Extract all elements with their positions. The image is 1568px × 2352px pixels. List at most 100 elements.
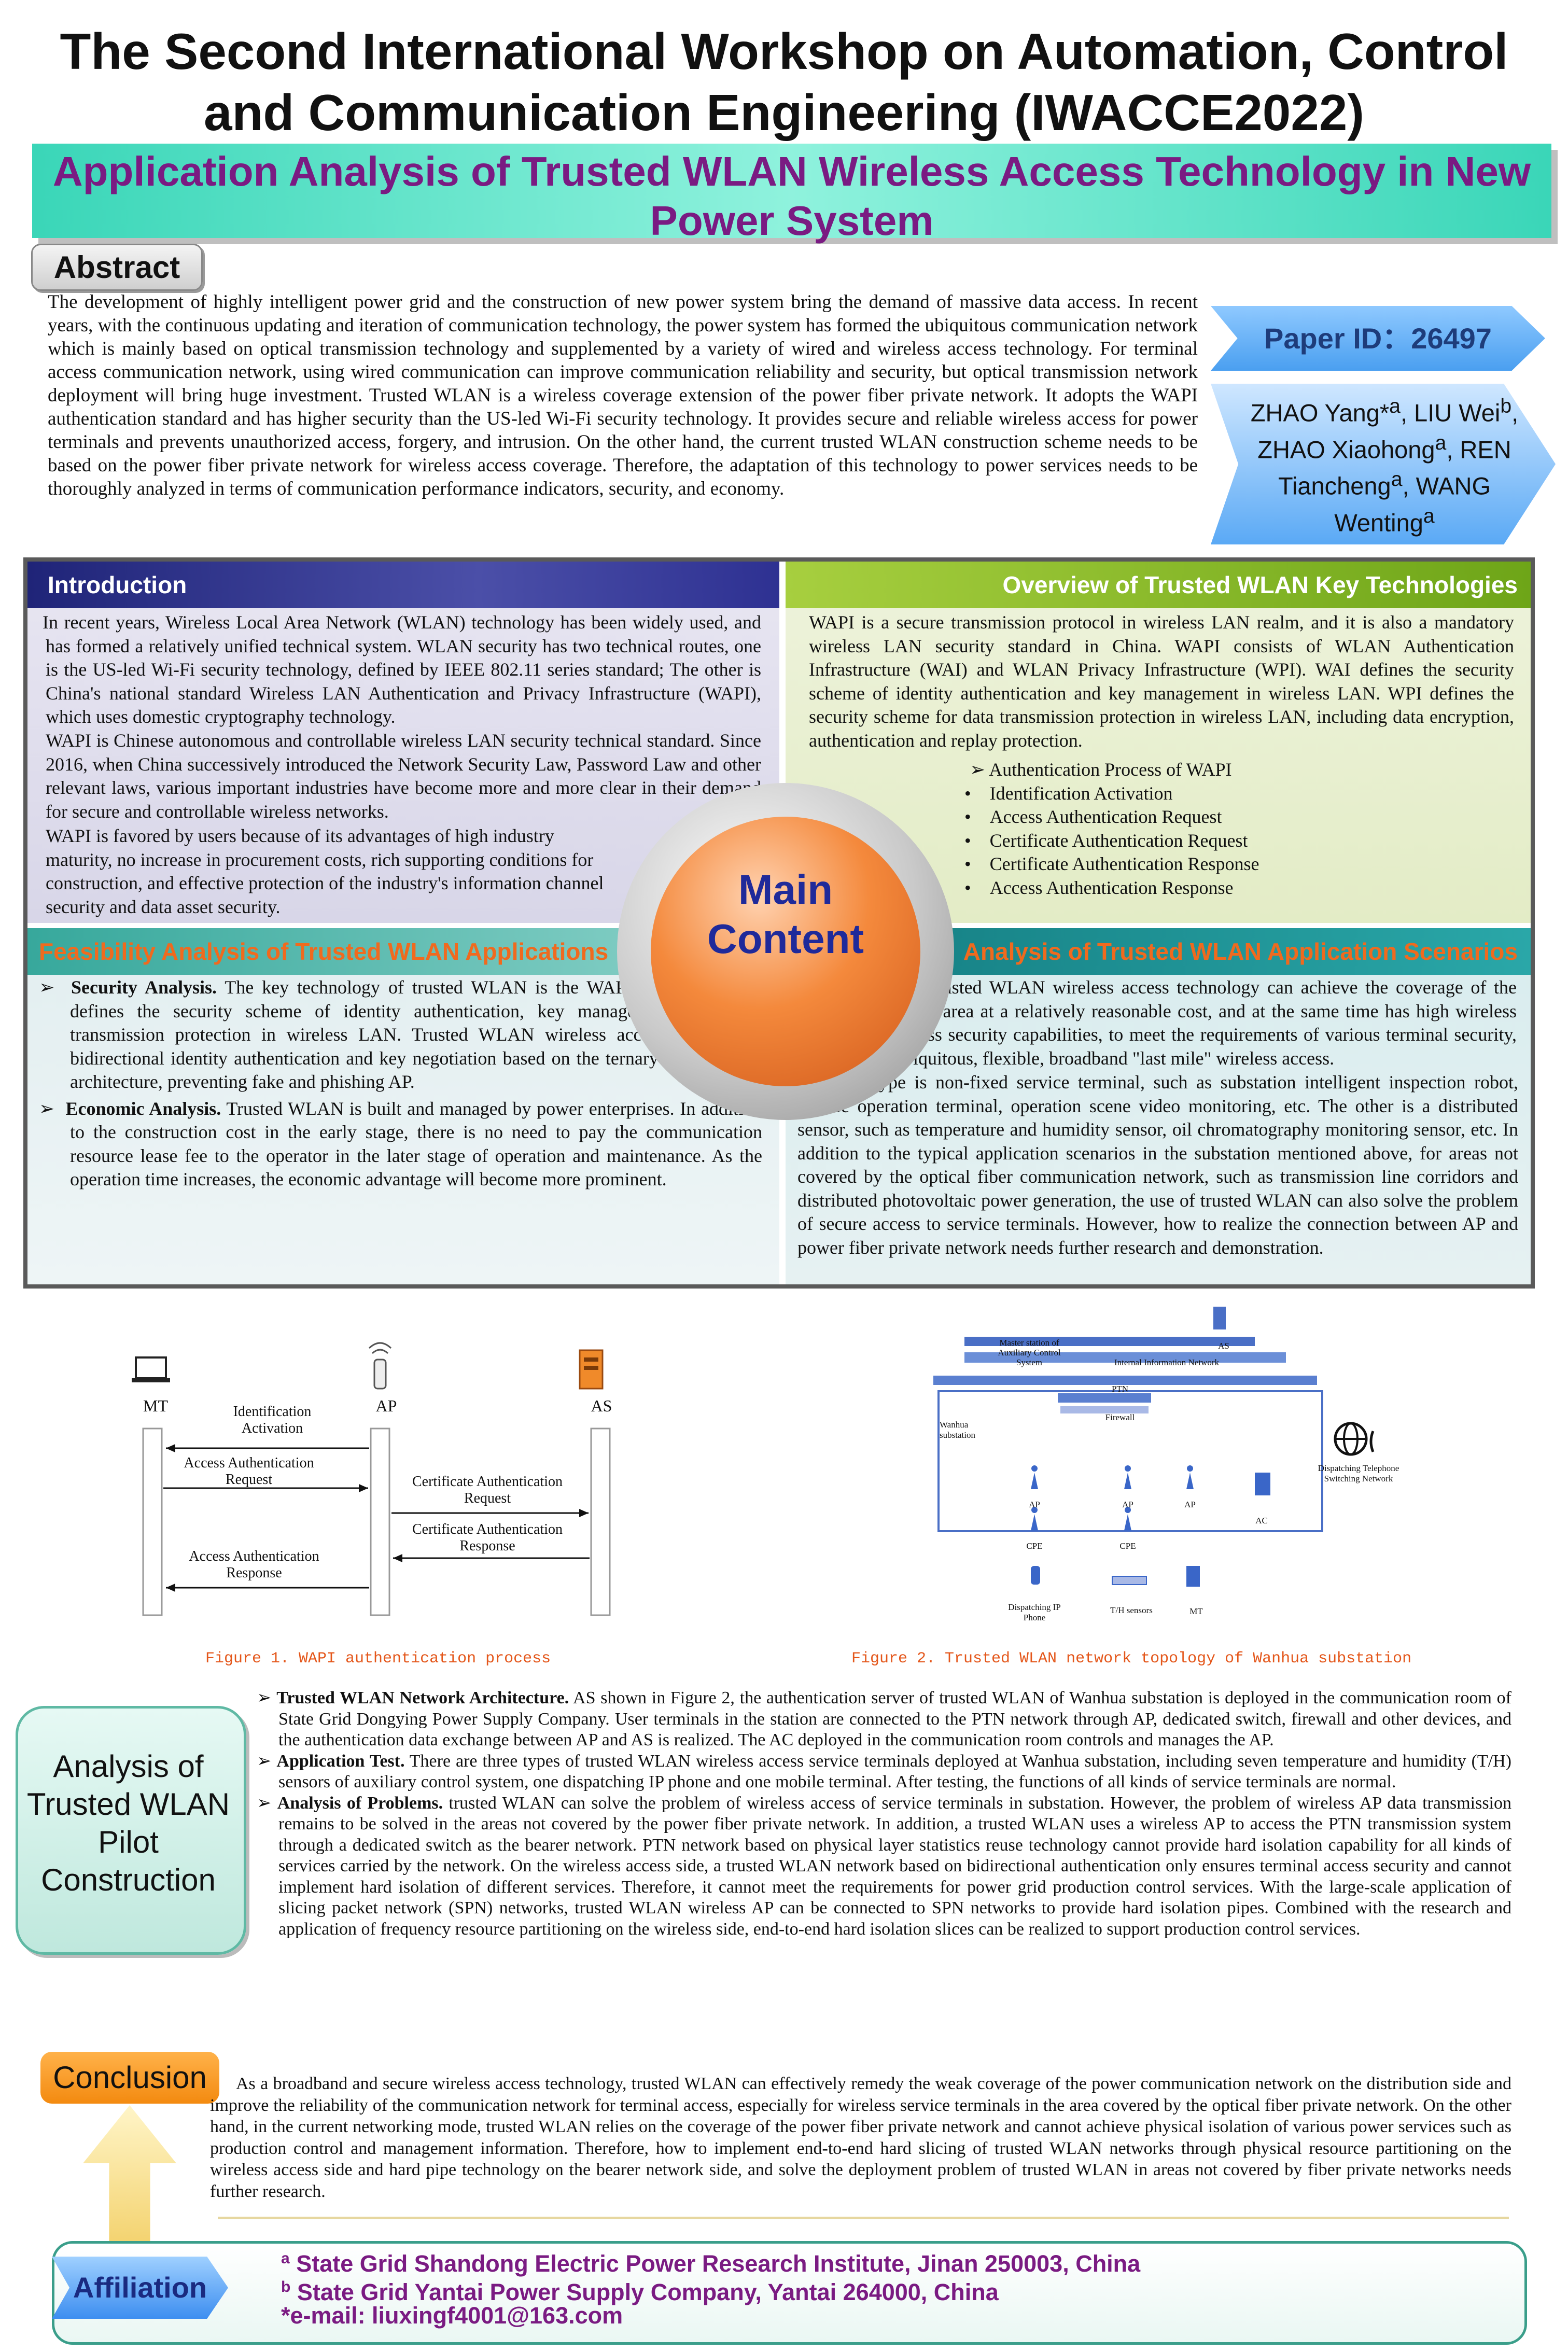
security-analysis-item: ➢ Security Analysis. The key technology … [39, 976, 762, 1094]
fig2-cpe-2: CPE [1119, 1541, 1136, 1551]
feasibility-title: Feasibility Analysis of Trusted WLAN App… [39, 938, 609, 965]
affiliation-label: Affiliation [73, 2271, 207, 2304]
fig2-cpe-1: CPE [1026, 1541, 1043, 1551]
arrowhead-icon [166, 1584, 175, 1592]
problem-analysis-item: ➢ Analysis of Problems. trusted WLAN can… [257, 1793, 1511, 1940]
pilot-label-line4: Construction [41, 1863, 216, 1897]
fig2-internal-network: Internal Information Network [1114, 1357, 1220, 1367]
affiliation-arrow [52, 2257, 228, 2319]
antenna-icon [1124, 1507, 1131, 1531]
security-analysis-label: Security Analysis. [71, 977, 217, 998]
main-content-label: Main Content [651, 865, 920, 963]
authors-banner [1211, 384, 1556, 544]
up-arrow-icon [83, 2105, 176, 2250]
network-architecture-text: AS shown in Figure 2, the authentication… [278, 1688, 1511, 1749]
affiliation-line-b-text: State Grid Yantai Power Supply Company, … [297, 2279, 999, 2305]
as-lifeline [590, 1427, 611, 1616]
introduction-header [27, 562, 779, 608]
arrow-bullet-icon: ➢ [257, 1793, 277, 1813]
ptn-bar [933, 1376, 1317, 1385]
dot-bullet-icon: • [964, 806, 990, 827]
affiliation-line-a: a State Grid Shandong Electric Power Res… [281, 2244, 1140, 2278]
arrowhead-icon [166, 1444, 175, 1452]
fig1-cert-auth-response: Certificate Authentication Response [412, 1521, 563, 1554]
arrow-bullet-icon: ➢ [39, 977, 72, 998]
dot-bullet-icon: • [964, 830, 990, 851]
affiliation-line-a-text: State Grid Shandong Electric Power Resea… [296, 2250, 1141, 2277]
substation-boundary [937, 1390, 1323, 1532]
authors: ZHAO Yang*a, LIU Weib, ZHAO Xiaohonga, R… [1244, 391, 1524, 538]
wapi-step-1: • Identification Activation [964, 782, 1436, 806]
introduction-paragraph-1: In recent years, Wireless Local Area Net… [43, 612, 761, 727]
laptop-icon [132, 1356, 170, 1382]
fig2-ap-1: AP [1029, 1500, 1040, 1509]
fig2-ap-2: AP [1122, 1500, 1133, 1509]
affiliation-marker-a: a [281, 2250, 290, 2267]
server-icon [579, 1349, 604, 1390]
fig1-mt-label: MT [143, 1396, 168, 1415]
authors-line3: Tianchenga, WANG [1278, 468, 1491, 500]
wapi-step-4: • Certificate Authentication Response [964, 852, 1436, 876]
overview-header [786, 562, 1531, 608]
mobile-terminal-icon [1186, 1566, 1200, 1587]
pilot-label-line2: Trusted WLAN [26, 1787, 230, 1822]
wapi-step-5-text: Access Authentication Response [989, 877, 1234, 898]
introduction-paragraph-3: WAPI is favored by users because of its … [46, 825, 604, 917]
application-test-text: There are three types of trusted WLAN wi… [278, 1751, 1511, 1792]
network-architecture-label: Trusted WLAN Network Architecture. [276, 1688, 569, 1707]
telephone-icon [1369, 1431, 1375, 1452]
affiliation-marker-b: b [281, 2278, 291, 2295]
fig1-ap-label: AP [375, 1396, 397, 1415]
wapi-authentication-diagram [132, 1342, 611, 1616]
figure1-caption: Figure 1. WAPI authentication process [205, 1650, 551, 1668]
server-icon [1213, 1307, 1226, 1329]
fig2-ap-3: AP [1184, 1500, 1196, 1509]
sensor-icon [1112, 1576, 1147, 1585]
fig2-firewall: Firewall [1105, 1412, 1135, 1422]
abstract-label: Abstract [31, 244, 203, 291]
fig1-identification-activation: Identification Activation [233, 1404, 312, 1436]
globe-icon [1334, 1422, 1368, 1456]
antenna-icon [1124, 1465, 1131, 1489]
wapi-process-list: ➢ Authentication Process of WAPI • Ident… [964, 758, 1436, 900]
firewall-bar [1058, 1393, 1151, 1403]
main-content-disc [651, 817, 920, 1086]
pilot-label-line3: Pilot [98, 1825, 159, 1859]
antenna-icon [1031, 1507, 1038, 1531]
network-architecture-item: ➢ Trusted WLAN Network Architecture. AS … [257, 1688, 1511, 1751]
overview-text: WAPI is a secure transmission protocol i… [809, 612, 1514, 751]
economic-analysis-label: Economic Analysis. [65, 1098, 221, 1119]
fig1-access-auth-request: Access Authentication Request [184, 1455, 314, 1488]
wapi-step-2: • Access Authentication Request [964, 805, 1436, 829]
scenarios-paragraph-1: The trusted WLAN wireless access technol… [894, 977, 1517, 1069]
affiliation-email: *e-mail: liuxingf4001@163.com [281, 2302, 623, 2329]
arrow-bullet-icon: ➢ [970, 759, 989, 780]
security-analysis-text: The key technology of trusted WLAN is th… [70, 977, 762, 1092]
mt-lifeline [142, 1427, 163, 1616]
access-point-icon [368, 1342, 392, 1390]
dot-bullet-icon: • [964, 877, 990, 898]
arrowhead-icon [359, 1484, 368, 1492]
fig1-access-auth-response: Access Authentication Response [189, 1548, 319, 1581]
ac-icon [1255, 1473, 1270, 1495]
fig2-ptn: PTN [1111, 1384, 1129, 1394]
arrow-bullet-icon: ➢ [257, 1688, 277, 1707]
pilot-construction-label-box [16, 1706, 246, 1955]
wapi-step-2-text: Access Authentication Request [989, 806, 1222, 827]
paper-title-line1: Application Analysis of Trusted WLAN Wir… [52, 148, 1531, 194]
abstract-text: The development of highly intelligent po… [48, 291, 1198, 499]
application-test-item: ➢ Application Test. There are three type… [257, 1751, 1511, 1793]
wapi-step-3: • Certificate Authentication Request [964, 829, 1436, 853]
problem-analysis-text: trusted WLAN can solve the problem of wi… [278, 1793, 1511, 1939]
paper-id: Paper ID：26497 [1264, 322, 1492, 355]
fig2-as: AS [1218, 1341, 1229, 1351]
conclusion-divider [218, 2217, 1509, 2219]
problem-analysis-label: Analysis of Problems. [277, 1793, 443, 1813]
network-bar-1 [964, 1337, 1255, 1346]
affiliation-line-b: b State Grid Yantai Power Supply Company… [281, 2273, 999, 2306]
dot-bullet-icon: • [964, 853, 990, 874]
antenna-icon [1186, 1465, 1194, 1489]
wapi-step-5: • Access Authentication Response [964, 876, 1436, 900]
conclusion-label: Conclusion [40, 2052, 219, 2104]
scenarios-title: Analysis of Trusted WLAN Application Sce… [963, 938, 1518, 965]
